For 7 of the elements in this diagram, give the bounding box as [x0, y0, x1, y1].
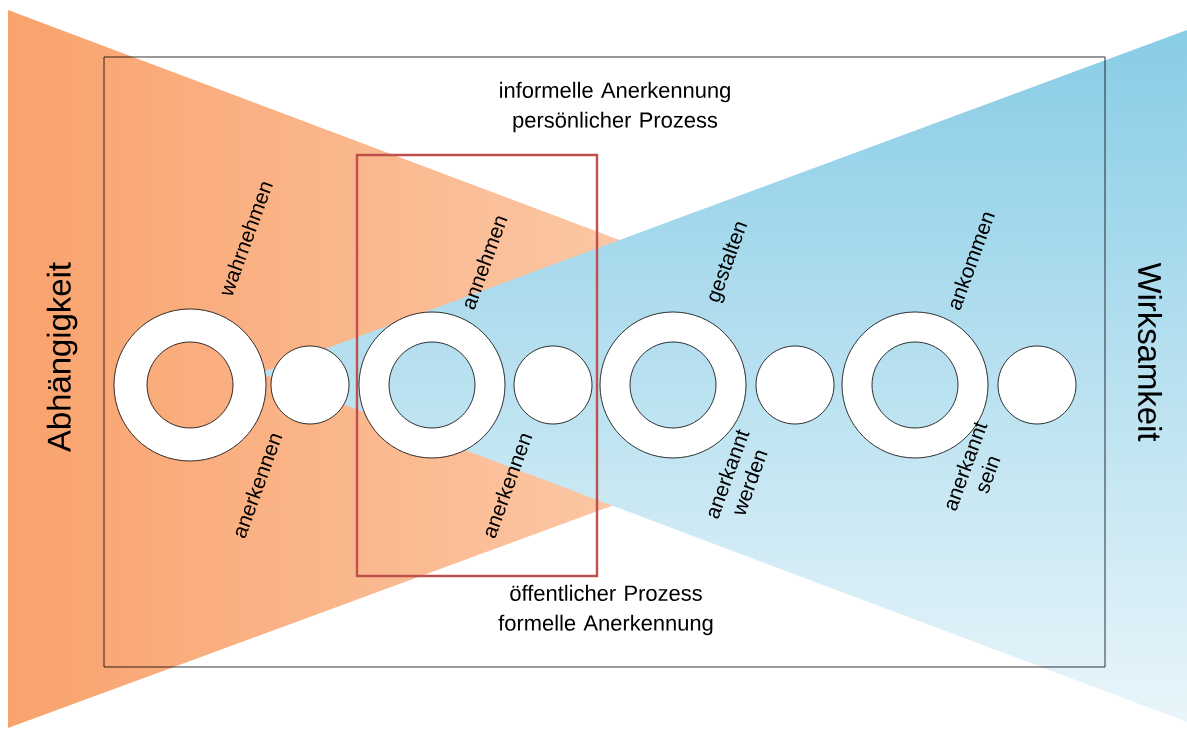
circle	[513, 345, 593, 425]
circle	[755, 345, 835, 425]
axis-label: Abhängigkeit	[46, 262, 78, 452]
circle	[997, 345, 1077, 425]
highlight-frame	[355, 153, 599, 578]
axis-label: Wirksamkeit	[1137, 262, 1163, 442]
circle	[270, 345, 350, 425]
